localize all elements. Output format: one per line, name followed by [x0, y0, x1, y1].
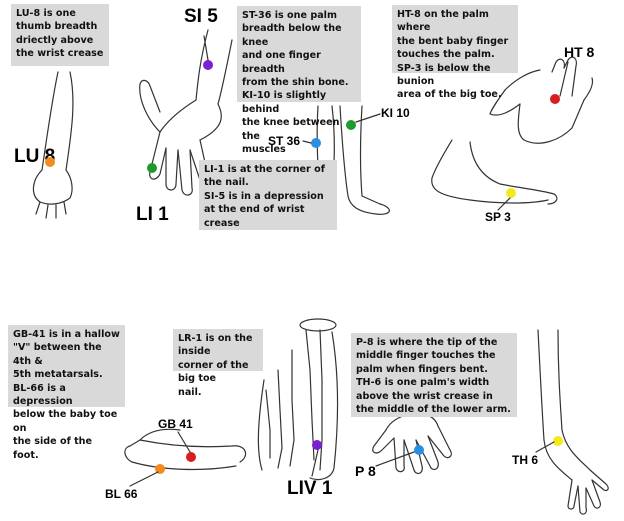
- label-ht8: HT 8: [564, 44, 595, 60]
- note-lr1: LR-1 is on the inside corner of the big …: [173, 329, 263, 398]
- arm-illustration-lu8: [32, 71, 74, 219]
- marker-li1: [147, 163, 157, 173]
- marker-th6: [553, 436, 563, 446]
- note-lu8: LU-8 is one thumb breadth driectly above…: [11, 4, 109, 66]
- label-st36: ST 36: [268, 134, 301, 148]
- marker-liv1: [312, 440, 322, 450]
- marker-lu8: [45, 157, 55, 167]
- foot-illustration-gb41: [124, 428, 247, 471]
- label-bl66: BL 66: [105, 487, 138, 501]
- label-li1: LI 1: [136, 204, 169, 225]
- foot-illustration-sp3: [431, 139, 558, 205]
- marker-si5: [203, 60, 213, 70]
- marker-gb41: [186, 452, 196, 462]
- label-gb41: GB 41: [158, 417, 193, 431]
- marker-ht8: [550, 94, 560, 104]
- note-st36-ki10: ST-36 is one palm breadth below the knee…: [237, 6, 361, 155]
- foot-skeleton-illustration-liv1: [257, 318, 339, 481]
- marker-p8: [414, 445, 424, 455]
- marker-bl66: [155, 464, 165, 474]
- marker-st36: [311, 138, 321, 148]
- label-lu8: LU 8: [14, 146, 56, 167]
- note-p8-th6: P-8 is where the tip of the middle finge…: [351, 333, 517, 417]
- label-sp3: SP 3: [485, 210, 511, 224]
- arm-illustration-th6: [537, 329, 609, 515]
- label-p8: P 8: [355, 463, 376, 479]
- note-ht8-sp3: HT-8 on the palm where the bent baby fin…: [392, 5, 518, 100]
- label-liv1: LIV 1: [287, 478, 333, 499]
- marker-ki10: [346, 120, 356, 130]
- label-si5: SI 5: [184, 6, 218, 27]
- label-th6: TH 6: [512, 453, 539, 467]
- hand-illustration-ht8: [489, 56, 594, 144]
- note-gb41-bl66: GB-41 is in a hallow "V" between the 4th…: [8, 325, 125, 461]
- label-ki10: KI 10: [381, 106, 410, 120]
- note-li1-si5: LI-1 is at the corner of the nail. SI-5 …: [199, 160, 337, 230]
- marker-sp3: [506, 188, 516, 198]
